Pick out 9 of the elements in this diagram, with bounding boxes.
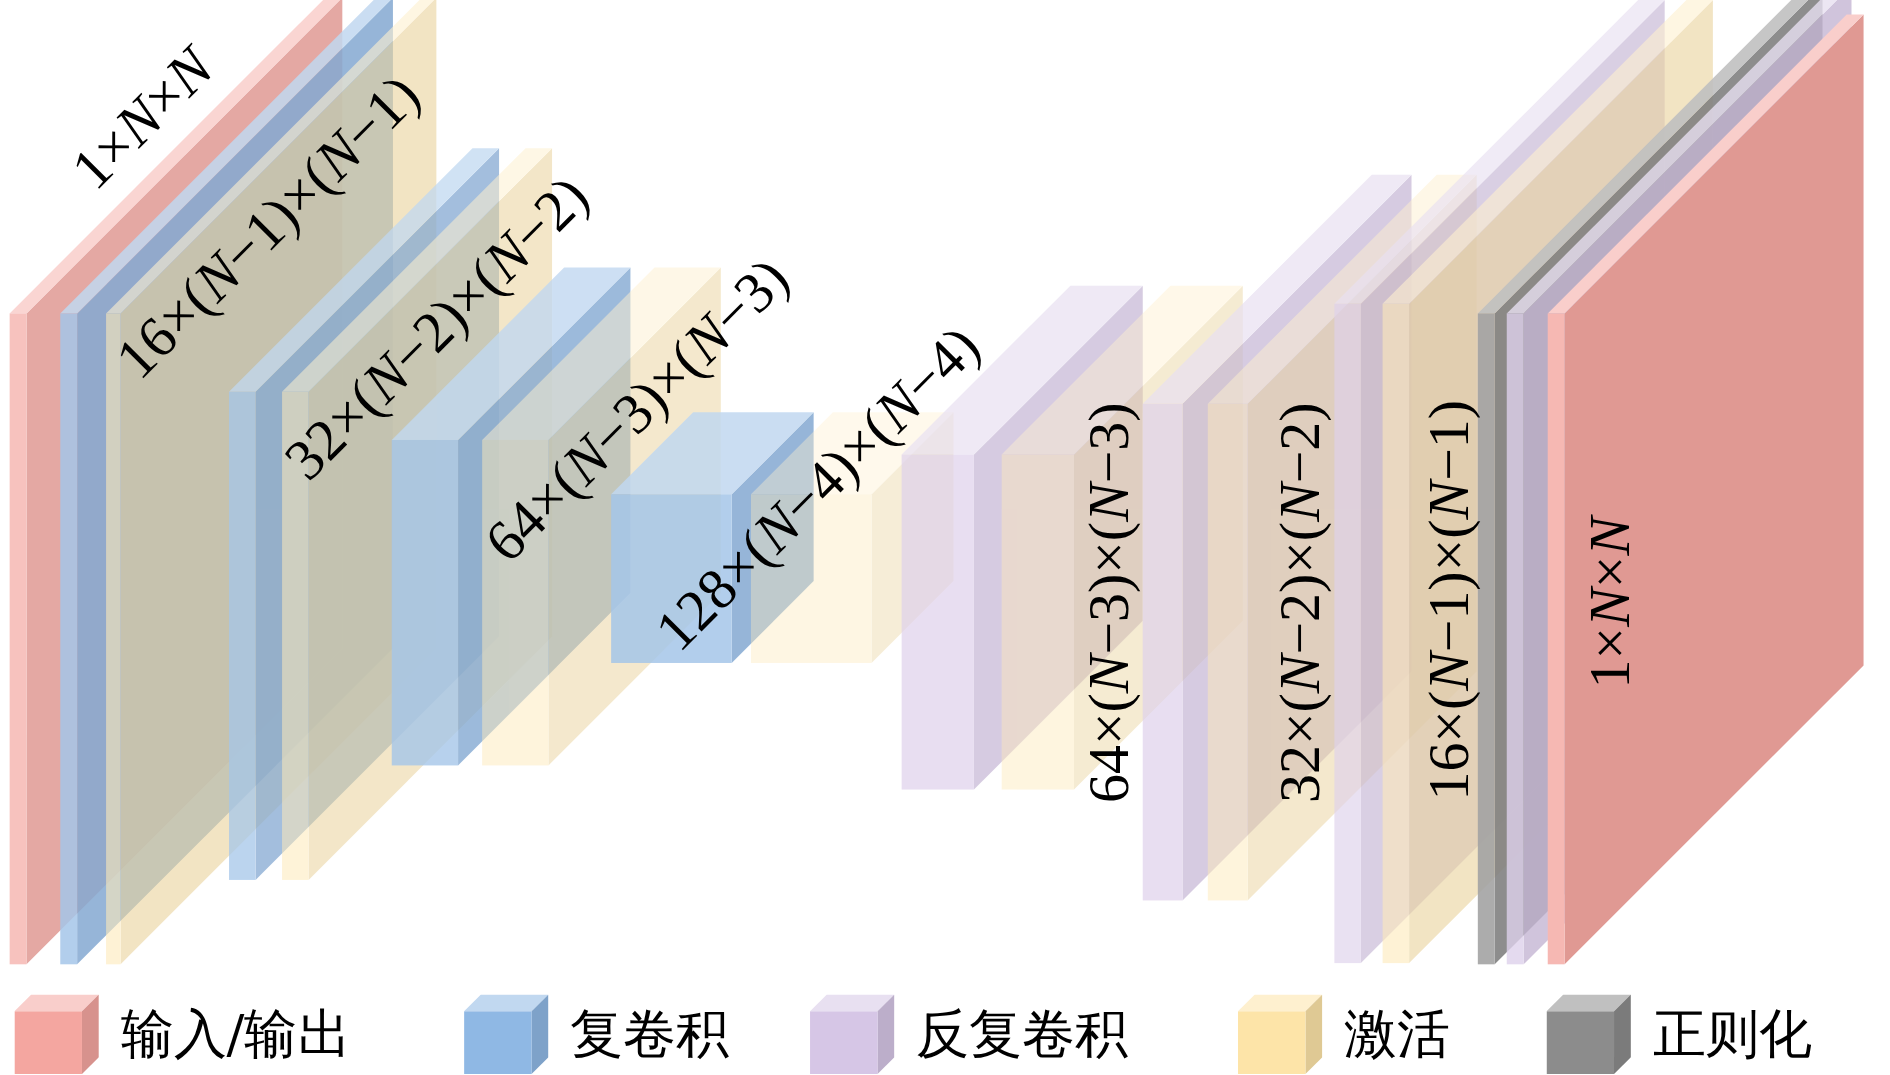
layer-size-label: 32×(N−2)×(N−2) <box>1270 402 1329 803</box>
legend-label: 输入/输出 <box>120 1007 351 1061</box>
legend-label: 复卷积 <box>570 1007 730 1061</box>
legend-label: 正则化 <box>1652 1007 1812 1061</box>
legend-label: 激活 <box>1344 1007 1451 1061</box>
layer-size-label: 16×(N−1)×(N−1) <box>1420 400 1478 801</box>
layer-size-label: 64×(N−3)×(N−3) <box>1080 402 1139 803</box>
layer-size-label: 1×N×N <box>61 37 224 200</box>
legend-label: 反复卷积 <box>916 1007 1129 1061</box>
